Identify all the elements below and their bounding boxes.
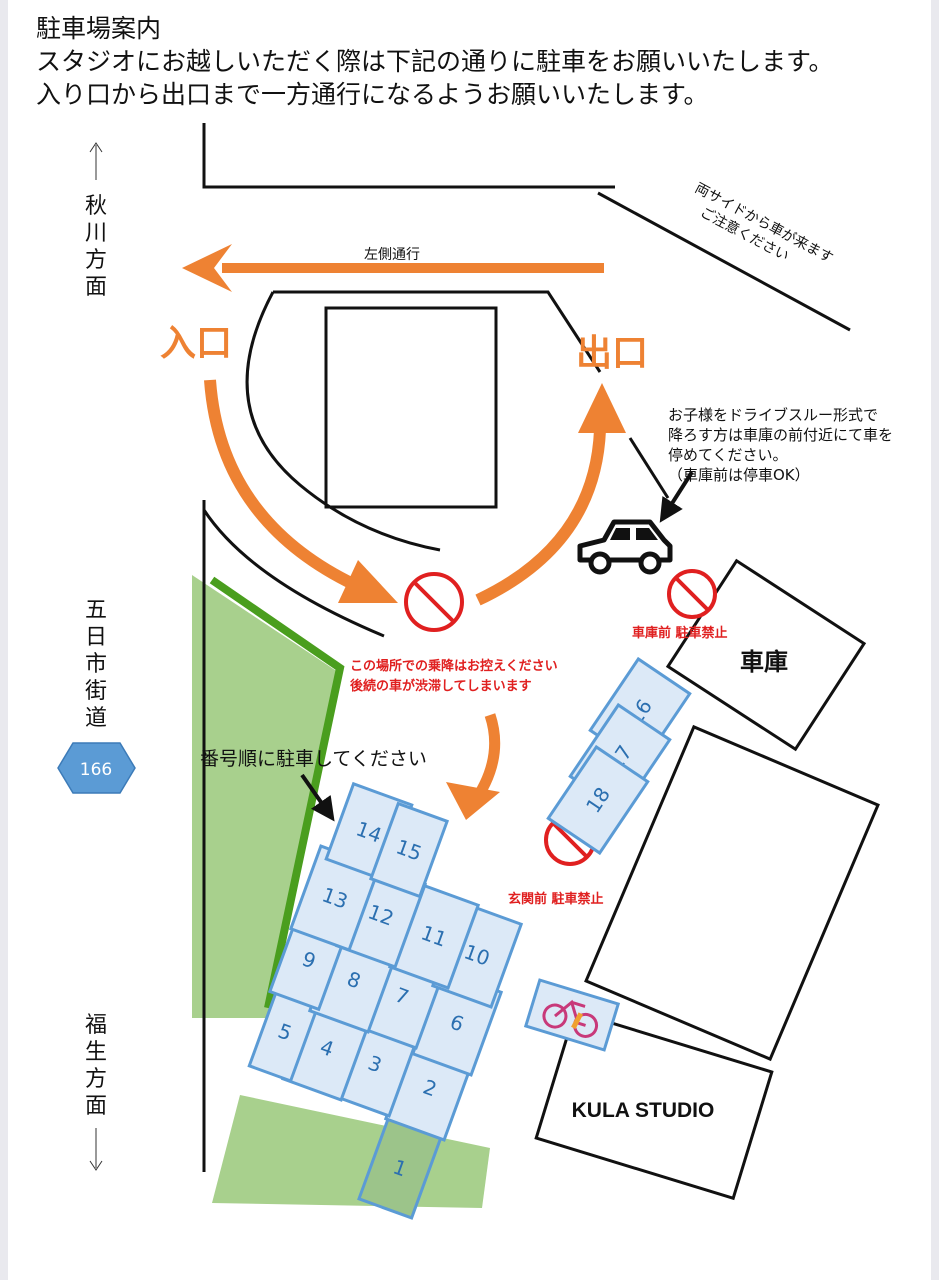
dropoff-note: お子様をドライブスルー形式で 降ろす方は車庫の前付近にて車を 停めてください。 …: [668, 406, 893, 484]
south-arrow-head: [89, 1160, 103, 1171]
no-entry-icon: [667, 569, 717, 619]
street-char-5: 道: [85, 706, 107, 731]
parking-spot-18: 18: [546, 744, 650, 856]
park-in-order-label: 番号順に駐車してください: [200, 748, 427, 770]
parking-spot-box: [546, 744, 650, 856]
parking-spot-13: 13: [288, 844, 382, 952]
parking-spot-1: 1: [357, 1116, 443, 1220]
bicycle-parking: [523, 978, 621, 1052]
lot-curve-inner: [245, 291, 441, 552]
page-title: 駐車場案内: [36, 14, 162, 43]
north-char-1: 秋: [85, 194, 107, 219]
exit-arrow: [475, 383, 626, 606]
grass-area-top: [192, 575, 338, 1018]
left-traffic-label: 左側通行: [364, 247, 420, 263]
entrance-no-parking-label: 玄関前 駐車禁止: [508, 891, 604, 907]
no-boarding-line-2: 後続の車が渋滞してしまいます: [350, 678, 532, 694]
garage-no-parking-label: 車庫前 駐車禁止: [632, 625, 728, 641]
both-sides-warning: 両サイドから車が来ます ご注意ください: [692, 179, 836, 266]
park-in-order-arrow: [300, 773, 335, 822]
street-name-group: 五 日 市 街 道: [85, 598, 107, 731]
south-char-1: 福: [85, 1013, 107, 1038]
south-char-3: 方: [85, 1067, 107, 1092]
main-building: [584, 724, 880, 1062]
car-icon: [577, 519, 673, 575]
entrance-arrow: [204, 379, 398, 603]
north-char-2: 川: [85, 221, 107, 246]
direction-south-group: 福 生 方 面: [85, 1013, 107, 1171]
exit-label: 出口: [576, 333, 648, 374]
north-char-3: 方: [85, 248, 107, 273]
studio-building: [534, 1009, 774, 1201]
left-margin: [0, 0, 8, 1280]
lot-top-edge: [273, 290, 602, 373]
left-traffic-arrow: [182, 244, 604, 292]
dropoff-pointer-arrow: [659, 470, 694, 523]
bicycle-icon: [542, 999, 599, 1038]
garage-label: 車庫: [740, 648, 788, 676]
direction-north-group: 秋 川 方 面: [85, 142, 107, 300]
parking-spot-15: 15: [368, 801, 450, 899]
route-sign-icon: 166: [57, 742, 136, 794]
instruction-line-2: 入り口から出口まで一方通行になるようお願いいたします。: [36, 80, 709, 109]
right-margin: [931, 0, 939, 1280]
street-char-2: 日: [85, 625, 107, 650]
road-edge-top: [202, 123, 615, 189]
no-boarding-line-1: この場所での乗降はお控えください: [350, 658, 558, 674]
entrance-label: 入口: [160, 323, 232, 364]
dropoff-line-2: 降ろす方は車庫の前付近にて車を: [668, 426, 893, 444]
street-char-1: 五: [85, 598, 107, 623]
route-number: 166: [80, 760, 112, 780]
dropoff-line-4: （車庫前は停車OK）: [668, 466, 810, 484]
north-char-4: 面: [85, 275, 107, 300]
south-char-2: 生: [85, 1040, 107, 1065]
lot-curve-outer: [202, 509, 385, 638]
no-entry-icon: [404, 572, 464, 632]
south-char-4: 面: [85, 1094, 107, 1119]
road-edge-diagonal: [597, 191, 851, 332]
right-road-edge: [628, 437, 670, 499]
street-char-4: 街: [85, 679, 107, 704]
parking-spot-5: 5: [247, 981, 323, 1083]
center-building: [324, 306, 498, 509]
lot-arrow: [446, 713, 501, 820]
dropoff-line-1: お子様をドライブスルー形式で: [668, 406, 878, 424]
hedge: [209, 576, 345, 1009]
studio-label: KULA STUDIO: [572, 1099, 715, 1122]
page-header: 駐車場案内 スタジオにお越しいただく際は下記の通りに駐車をお願いいたします。 入…: [36, 12, 916, 111]
instruction-line-1: スタジオにお越しいただく際は下記の通りに駐車をお願いいたします。: [36, 47, 834, 76]
north-arrow-head: [89, 142, 103, 153]
street-char-3: 市: [85, 652, 107, 677]
dropoff-line-3: 停めてください。: [668, 446, 788, 464]
parking-spot-box: [368, 801, 450, 899]
